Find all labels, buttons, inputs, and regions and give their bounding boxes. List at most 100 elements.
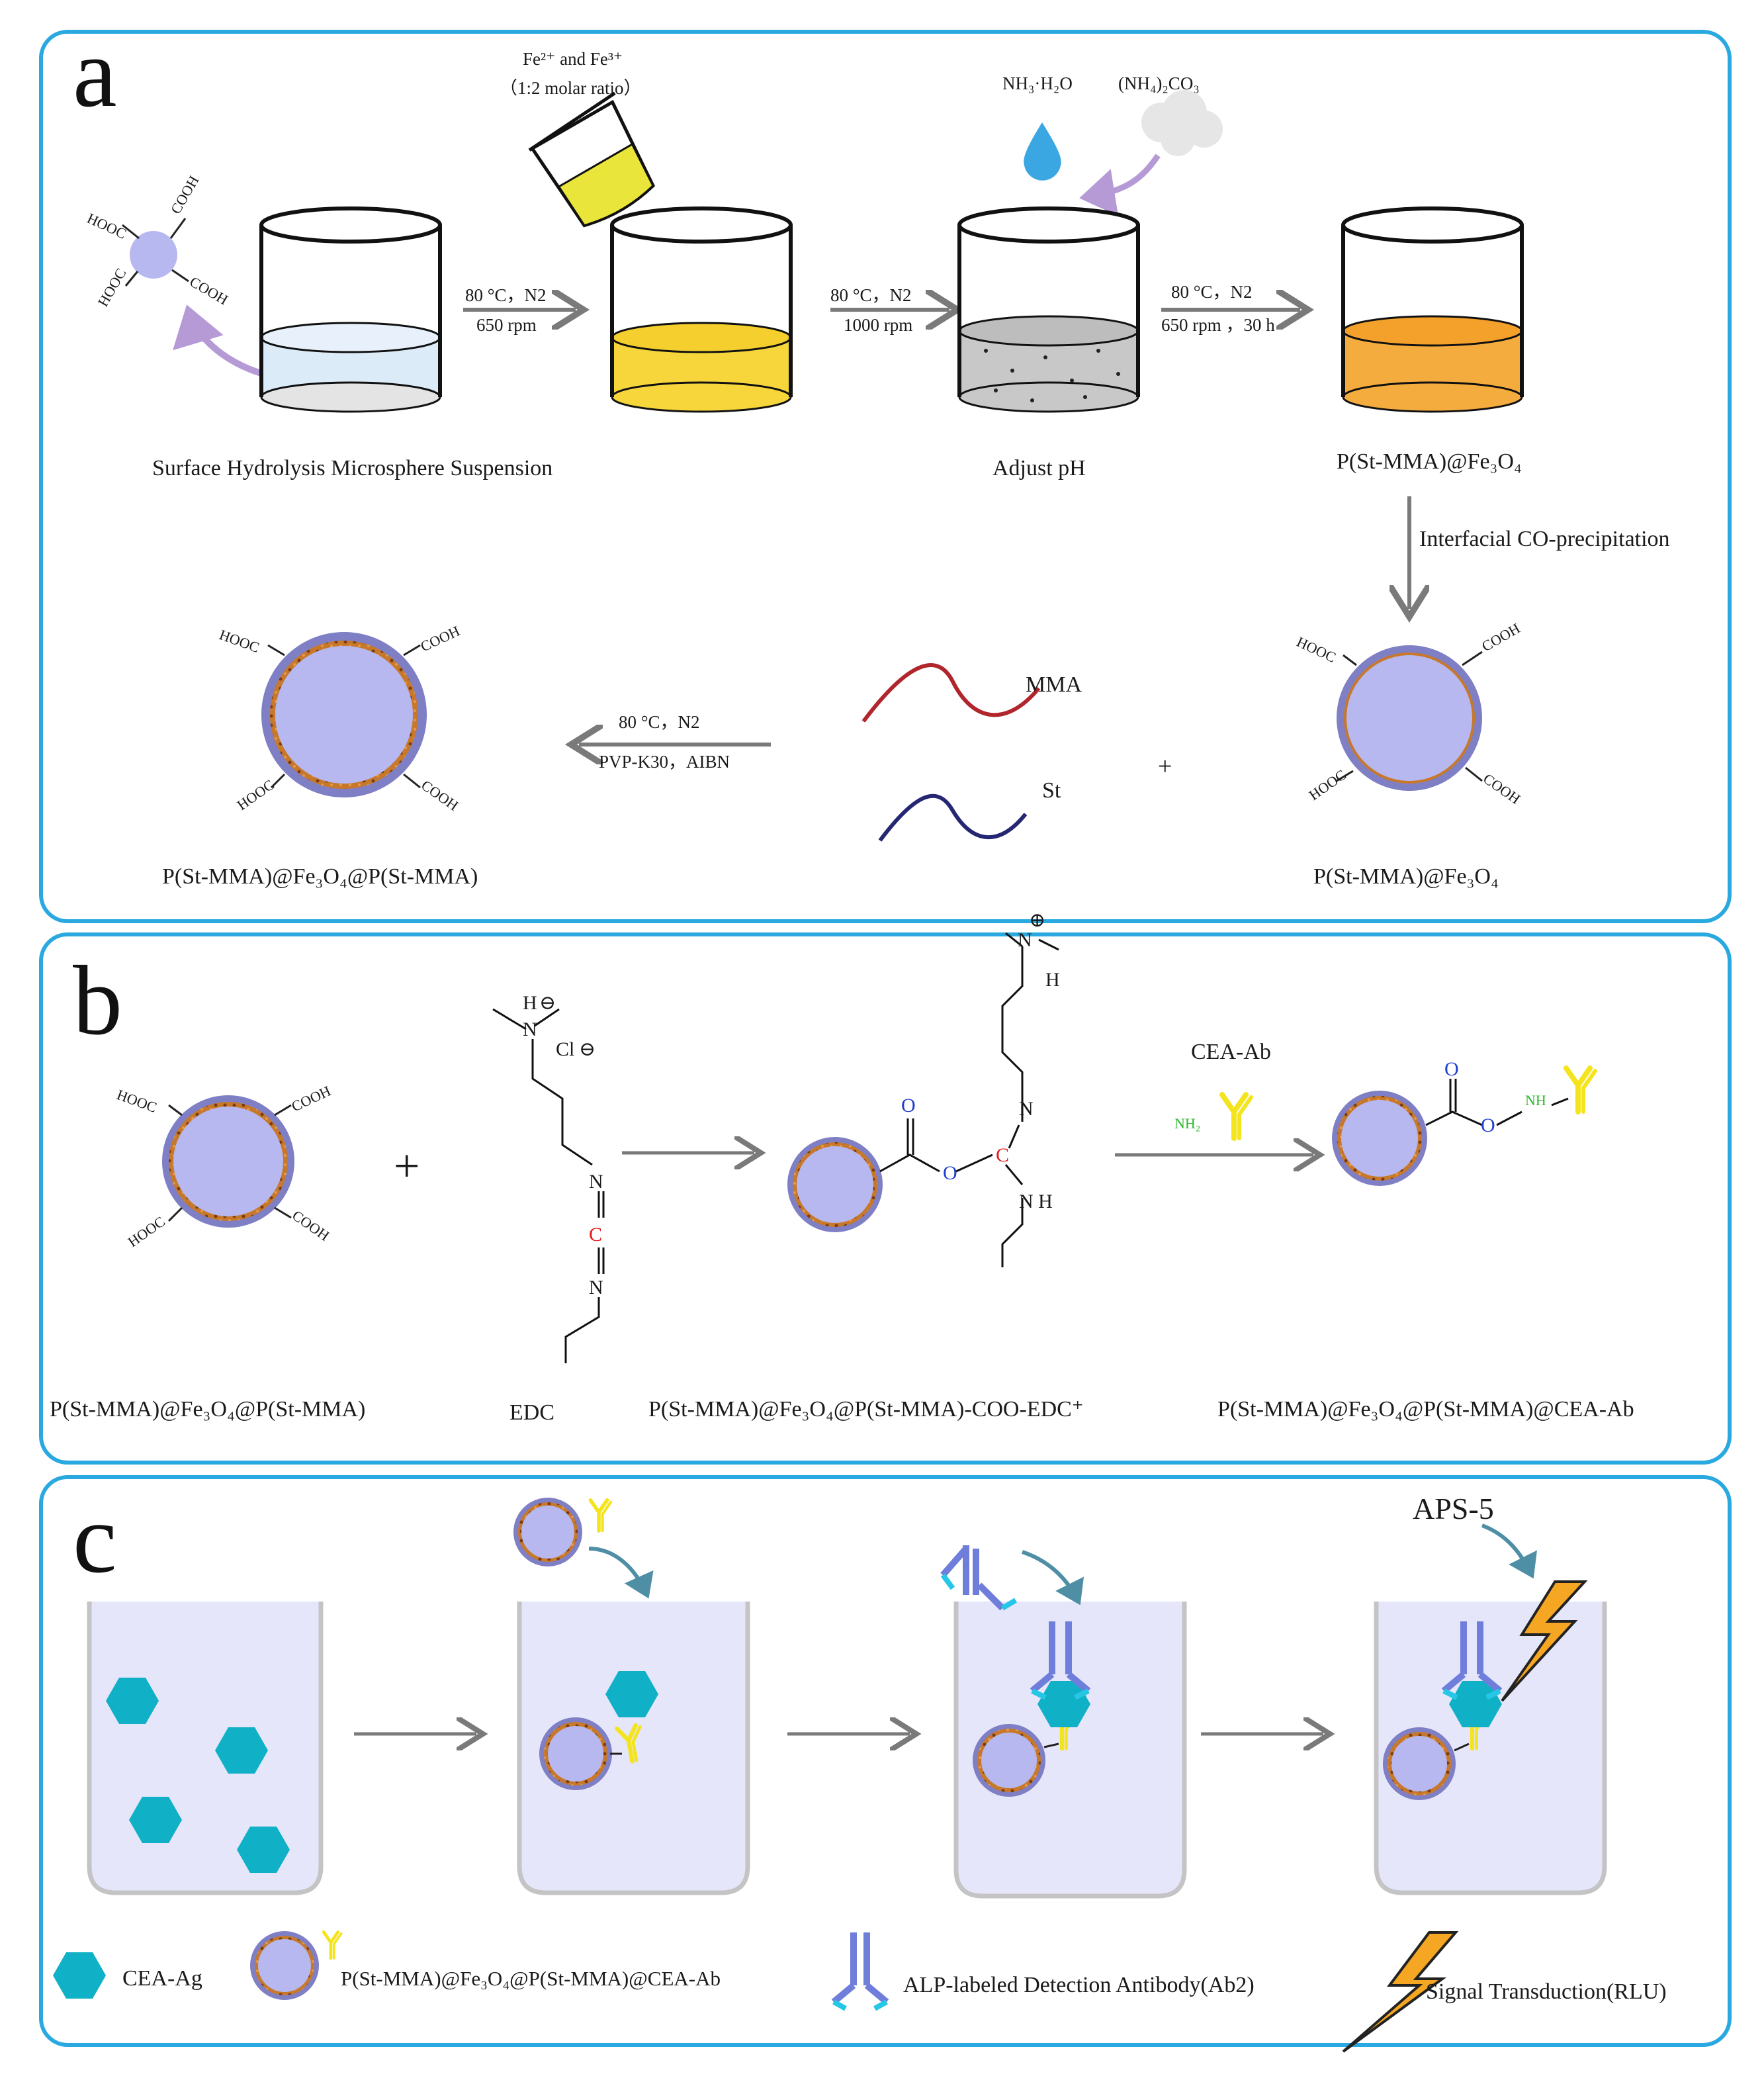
edc-charge: ⊖: [539, 992, 556, 1014]
edc-N: N: [589, 1277, 603, 1298]
cooh-label: COOH: [418, 777, 461, 814]
edc-charge: ⊖: [579, 1038, 595, 1060]
beaker-adjust-ph: [957, 206, 1140, 413]
legend-antigen-label: CEA-Ag: [122, 1966, 202, 1991]
carbonate-label: (NH₄)₂CO₃: [1118, 73, 1200, 93]
hooc-label: HOOC: [217, 626, 261, 656]
pouring-beaker-icon: [528, 91, 656, 228]
cea-ab-reagent: CEA-Ab: [1191, 1040, 1271, 1064]
b-conjugate-particle: [1332, 1091, 1427, 1186]
teal-curved-arrow: [1022, 1550, 1084, 1606]
panel-b-letter: b: [73, 946, 122, 1056]
edc-C: C: [589, 1224, 602, 1245]
iron-ratio-label: （1:2 molar ratio）: [500, 78, 641, 98]
powder-cloud-icon: [1141, 90, 1223, 156]
nh2-group: NH₂: [1174, 1115, 1200, 1132]
cooh-label: COOH: [187, 273, 232, 308]
legend-detection-label: ALP-labeled Detection Antibody(Ab2): [903, 1973, 1255, 1997]
panel-c-frame: [39, 1475, 1732, 2047]
plus-sign: +: [1158, 752, 1172, 780]
label-product-2: P(St-MMA)@Fe₃O₄: [1313, 864, 1499, 889]
cooh-label: COOH: [289, 1082, 333, 1114]
legend-conjugate-label: P(St-MMA)@Fe₃O₄@P(St-MMA)@CEA-Ab: [341, 1967, 721, 1990]
hydrolyzed-microsphere: HOOC COOH COOH HOOC: [85, 173, 231, 310]
cooh-label: COOH: [167, 173, 202, 217]
captured-complex: [539, 1671, 658, 1790]
b-label-intermediate: P(St-MMA)@Fe₃O₄@P(St-MMA)-COO-EDC⁺: [648, 1397, 1084, 1422]
edc-structure: [492, 1008, 605, 1363]
ammonia-label: NH₃·H₂O: [1002, 73, 1073, 93]
int-O: O: [901, 1095, 916, 1116]
intermediate-bonds: [879, 932, 1059, 1267]
int-N-plus: N: [1018, 929, 1032, 951]
int-O: O: [943, 1162, 957, 1184]
int-C: C: [996, 1144, 1009, 1166]
incoming-detection-antibody: [940, 1545, 1018, 1611]
cooh-label: COOH: [1479, 619, 1523, 655]
poly-condition: 80 °C，N2: [619, 712, 700, 732]
edc-N: N: [523, 1018, 537, 1040]
beaker-orange: [1341, 206, 1524, 413]
panel-a-letter: a: [73, 18, 117, 128]
hooc-label: HOOC: [234, 776, 277, 813]
hooc-label: HOOC: [1306, 766, 1349, 803]
int-NH: N H: [1019, 1191, 1053, 1212]
int-charge: ⊕: [1029, 909, 1045, 931]
cooh-label: COOH: [289, 1207, 332, 1244]
panel-c-letter: c: [73, 1484, 117, 1594]
purple-curved-arrow: [1079, 154, 1161, 216]
conj-NH: NH: [1525, 1092, 1546, 1109]
conj-O: O: [1481, 1114, 1495, 1136]
conj-antibody-icon: [1566, 1068, 1595, 1112]
label-coprecipitation: Interfacial CO-precipitation: [1419, 527, 1670, 551]
step2-speed: 1000 rpm: [844, 315, 912, 335]
panel-b-frame: [39, 932, 1732, 1465]
final-core-shell-particle: HOOC COOH COOH HOOC: [217, 622, 462, 813]
water-drop-icon: [1024, 122, 1061, 181]
cooh-label: COOH: [418, 622, 463, 655]
label-product-1: P(St-MMA)@Fe₃O₄: [1337, 449, 1522, 474]
legend-signal-label: Signal Transduction(RLU): [1426, 1979, 1667, 2004]
edc-Cl: Cl: [556, 1038, 574, 1060]
b-label-particle: P(St-MMA)@Fe₃O₄@P(St-MMA): [50, 1397, 365, 1422]
beaker-suspension: [259, 206, 442, 413]
aps5-reagent: APS-5: [1413, 1492, 1494, 1525]
conj-O: O: [1444, 1058, 1459, 1080]
sandwich-complex: [973, 1621, 1091, 1797]
step2-condition: 80 °C，N2: [830, 285, 912, 305]
hooc-label: HOOC: [114, 1086, 159, 1116]
panel-a-frame: [39, 30, 1732, 923]
step1-speed: 650 rpm: [476, 315, 537, 335]
b-plus-sign: +: [394, 1141, 419, 1192]
edc-N: N: [589, 1171, 603, 1193]
step3-speed: 650 rpm ，30 h: [1161, 315, 1275, 335]
teal-curved-arrow: [1481, 1523, 1538, 1579]
beaker-yellow: [610, 206, 793, 413]
int-H: H: [1045, 969, 1060, 991]
label-final-particle: P(St-MMA)@Fe₃O₄@P(St-MMA): [162, 864, 478, 889]
st-wave: [878, 793, 1028, 842]
b-particle: HOOC COOH COOH HOOC: [114, 1082, 333, 1250]
mma-wave: [861, 663, 1041, 723]
hooc-label: HOOC: [85, 210, 129, 242]
well-3: [953, 1602, 1187, 1899]
b-label-edc: EDC: [509, 1400, 554, 1425]
well-4: [1374, 1602, 1607, 1895]
legend-detection-antibody-icon: [831, 1932, 889, 2011]
hooc-label: HOOC: [95, 265, 130, 309]
label-adjust-ph: Adjust pH: [992, 456, 1086, 480]
teal-curved-arrow: [588, 1547, 654, 1599]
cooh-label: COOH: [1480, 770, 1523, 807]
b-label-conjugate: P(St-MMA)@Fe₃O₄@P(St-MMA)@CEA-Ab: [1217, 1397, 1634, 1422]
mma-label: MMA: [1026, 672, 1082, 697]
poly-reagents: PVP-K30，AIBN: [599, 752, 730, 772]
cea-antibody-icon: [1222, 1095, 1251, 1138]
legend-antigen-hexagon: [53, 1952, 106, 1999]
st-label: St: [1042, 778, 1061, 803]
label-suspension: Surface Hydrolysis Microsphere Suspensio…: [152, 456, 552, 480]
signal-complex: [1383, 1621, 1503, 1800]
step3-condition: 80 °C，N2: [1171, 282, 1253, 302]
step1-condition: 80 °C，N2: [465, 285, 547, 305]
lightning-icon: [1501, 1580, 1588, 1702]
